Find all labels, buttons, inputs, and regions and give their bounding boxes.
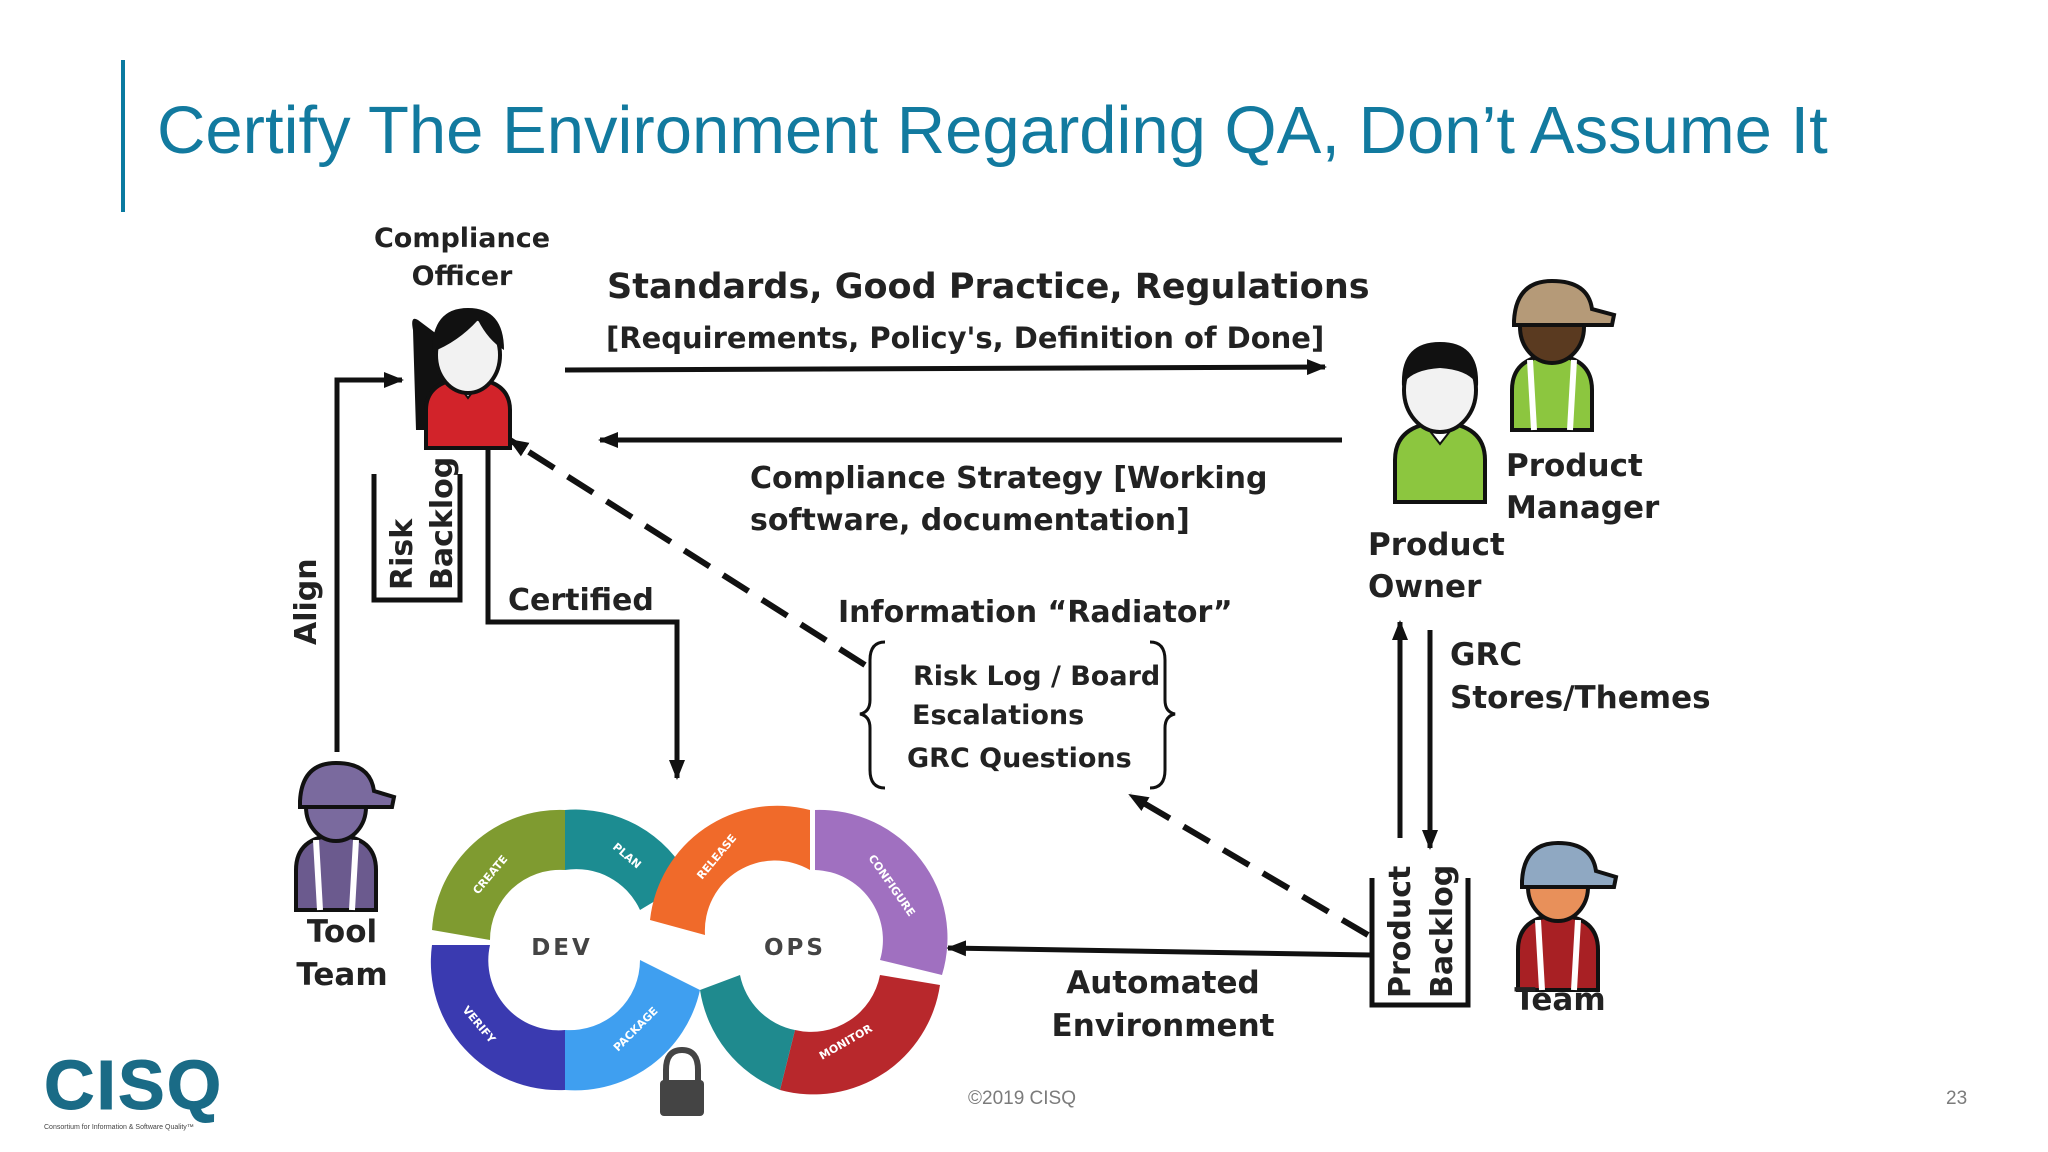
loop-dev-label: DEV [531, 935, 593, 961]
align-label: Align [289, 558, 324, 645]
grc-label-2: Stores/Themes [1450, 680, 1711, 716]
loop-segment-create [432, 809, 565, 940]
product-manager-label-1: Product [1506, 448, 1643, 484]
automated-environment-label-1: Automated [1066, 965, 1259, 1001]
page-number: 23 [1946, 1088, 1968, 1109]
cisq-logo: CISQ Consortium for Information & Softwa… [43, 1046, 224, 1132]
strategy-label-1: Compliance Strategy [Working [750, 461, 1267, 496]
certified-label: Certified [508, 583, 654, 618]
slide-title: Certify The Environment Regarding QA, Do… [157, 93, 1828, 168]
tool-team-label-2: Team [296, 957, 387, 993]
loop-segment-plan [565, 809, 690, 910]
compliance-officer-label-2: Officer [412, 261, 513, 292]
automated-environment-arrow [946, 940, 1371, 958]
loop-segment-verify [430, 945, 565, 1091]
risk-backlog-box: Risk Backlog [371, 457, 463, 603]
grc-label-1: GRC [1450, 637, 1522, 673]
tool-team-label-1: Tool [307, 914, 377, 950]
certified-arrow [485, 450, 685, 780]
product-owner-label-2: Owner [1368, 569, 1482, 605]
standards-label: Standards, Good Practice, Regulations [607, 267, 1370, 307]
loop-segment-monitor [780, 975, 940, 1095]
cisq-logo-text: CISQ [43, 1046, 224, 1124]
product-owner-icon [1393, 342, 1487, 504]
tool-team-icon [294, 760, 397, 912]
loop-segment-package [565, 960, 700, 1091]
radiator-item-grc-questions: GRC Questions [907, 743, 1132, 774]
team-icon [1516, 840, 1619, 992]
loop-segment-ops-teal [700, 975, 795, 1090]
risk-label: Risk [385, 518, 420, 590]
loop-ops-label: OPS [764, 935, 826, 961]
risk-backlog-label: Backlog [425, 457, 460, 590]
product-manager-icon [1510, 278, 1617, 432]
compliance-officer-icon [412, 308, 512, 450]
radiator-item-escalations: Escalations [912, 700, 1084, 731]
team-label: Team [1514, 982, 1605, 1018]
radiator-braces [859, 640, 1176, 790]
product-manager-label-2: Manager [1506, 490, 1660, 526]
product-backlog-label-2: Backlog [1425, 865, 1460, 998]
loop-segment-configure [815, 809, 948, 975]
copyright: ©2019 CISQ [968, 1088, 1076, 1109]
radiator-item-risk-log: Risk Log / Board [913, 661, 1160, 692]
product-backlog-label-1: Product [1383, 866, 1418, 998]
lock-icon [660, 1046, 704, 1116]
product-owner-label-1: Product [1368, 527, 1505, 563]
backlog-to-radiator-dashed-arrow [1128, 792, 1370, 938]
radiator-title: Information “Radiator” [838, 595, 1233, 630]
product-backlog-box: Product Backlog [1369, 865, 1471, 1008]
automated-environment-label-2: Environment [1052, 1008, 1275, 1044]
align-arrow [334, 372, 404, 752]
requirements-label: [Requirements, Policy's, Definition of D… [606, 321, 1324, 355]
devops-loop: DEV OPS CREATE PLAN VERIFY PACKAGE RELEA… [430, 805, 948, 1095]
standards-arrow [564, 359, 1327, 376]
loop-segment-release [650, 805, 810, 935]
cisq-logo-tagline: Consortium for Information & Software Qu… [44, 1124, 194, 1131]
strategy-label-2: software, documentation] [750, 503, 1190, 538]
compliance-officer-label-1: Compliance [374, 223, 550, 254]
title-accent-bar [121, 60, 125, 212]
radiator-to-officer-dashed-arrow [508, 437, 867, 668]
